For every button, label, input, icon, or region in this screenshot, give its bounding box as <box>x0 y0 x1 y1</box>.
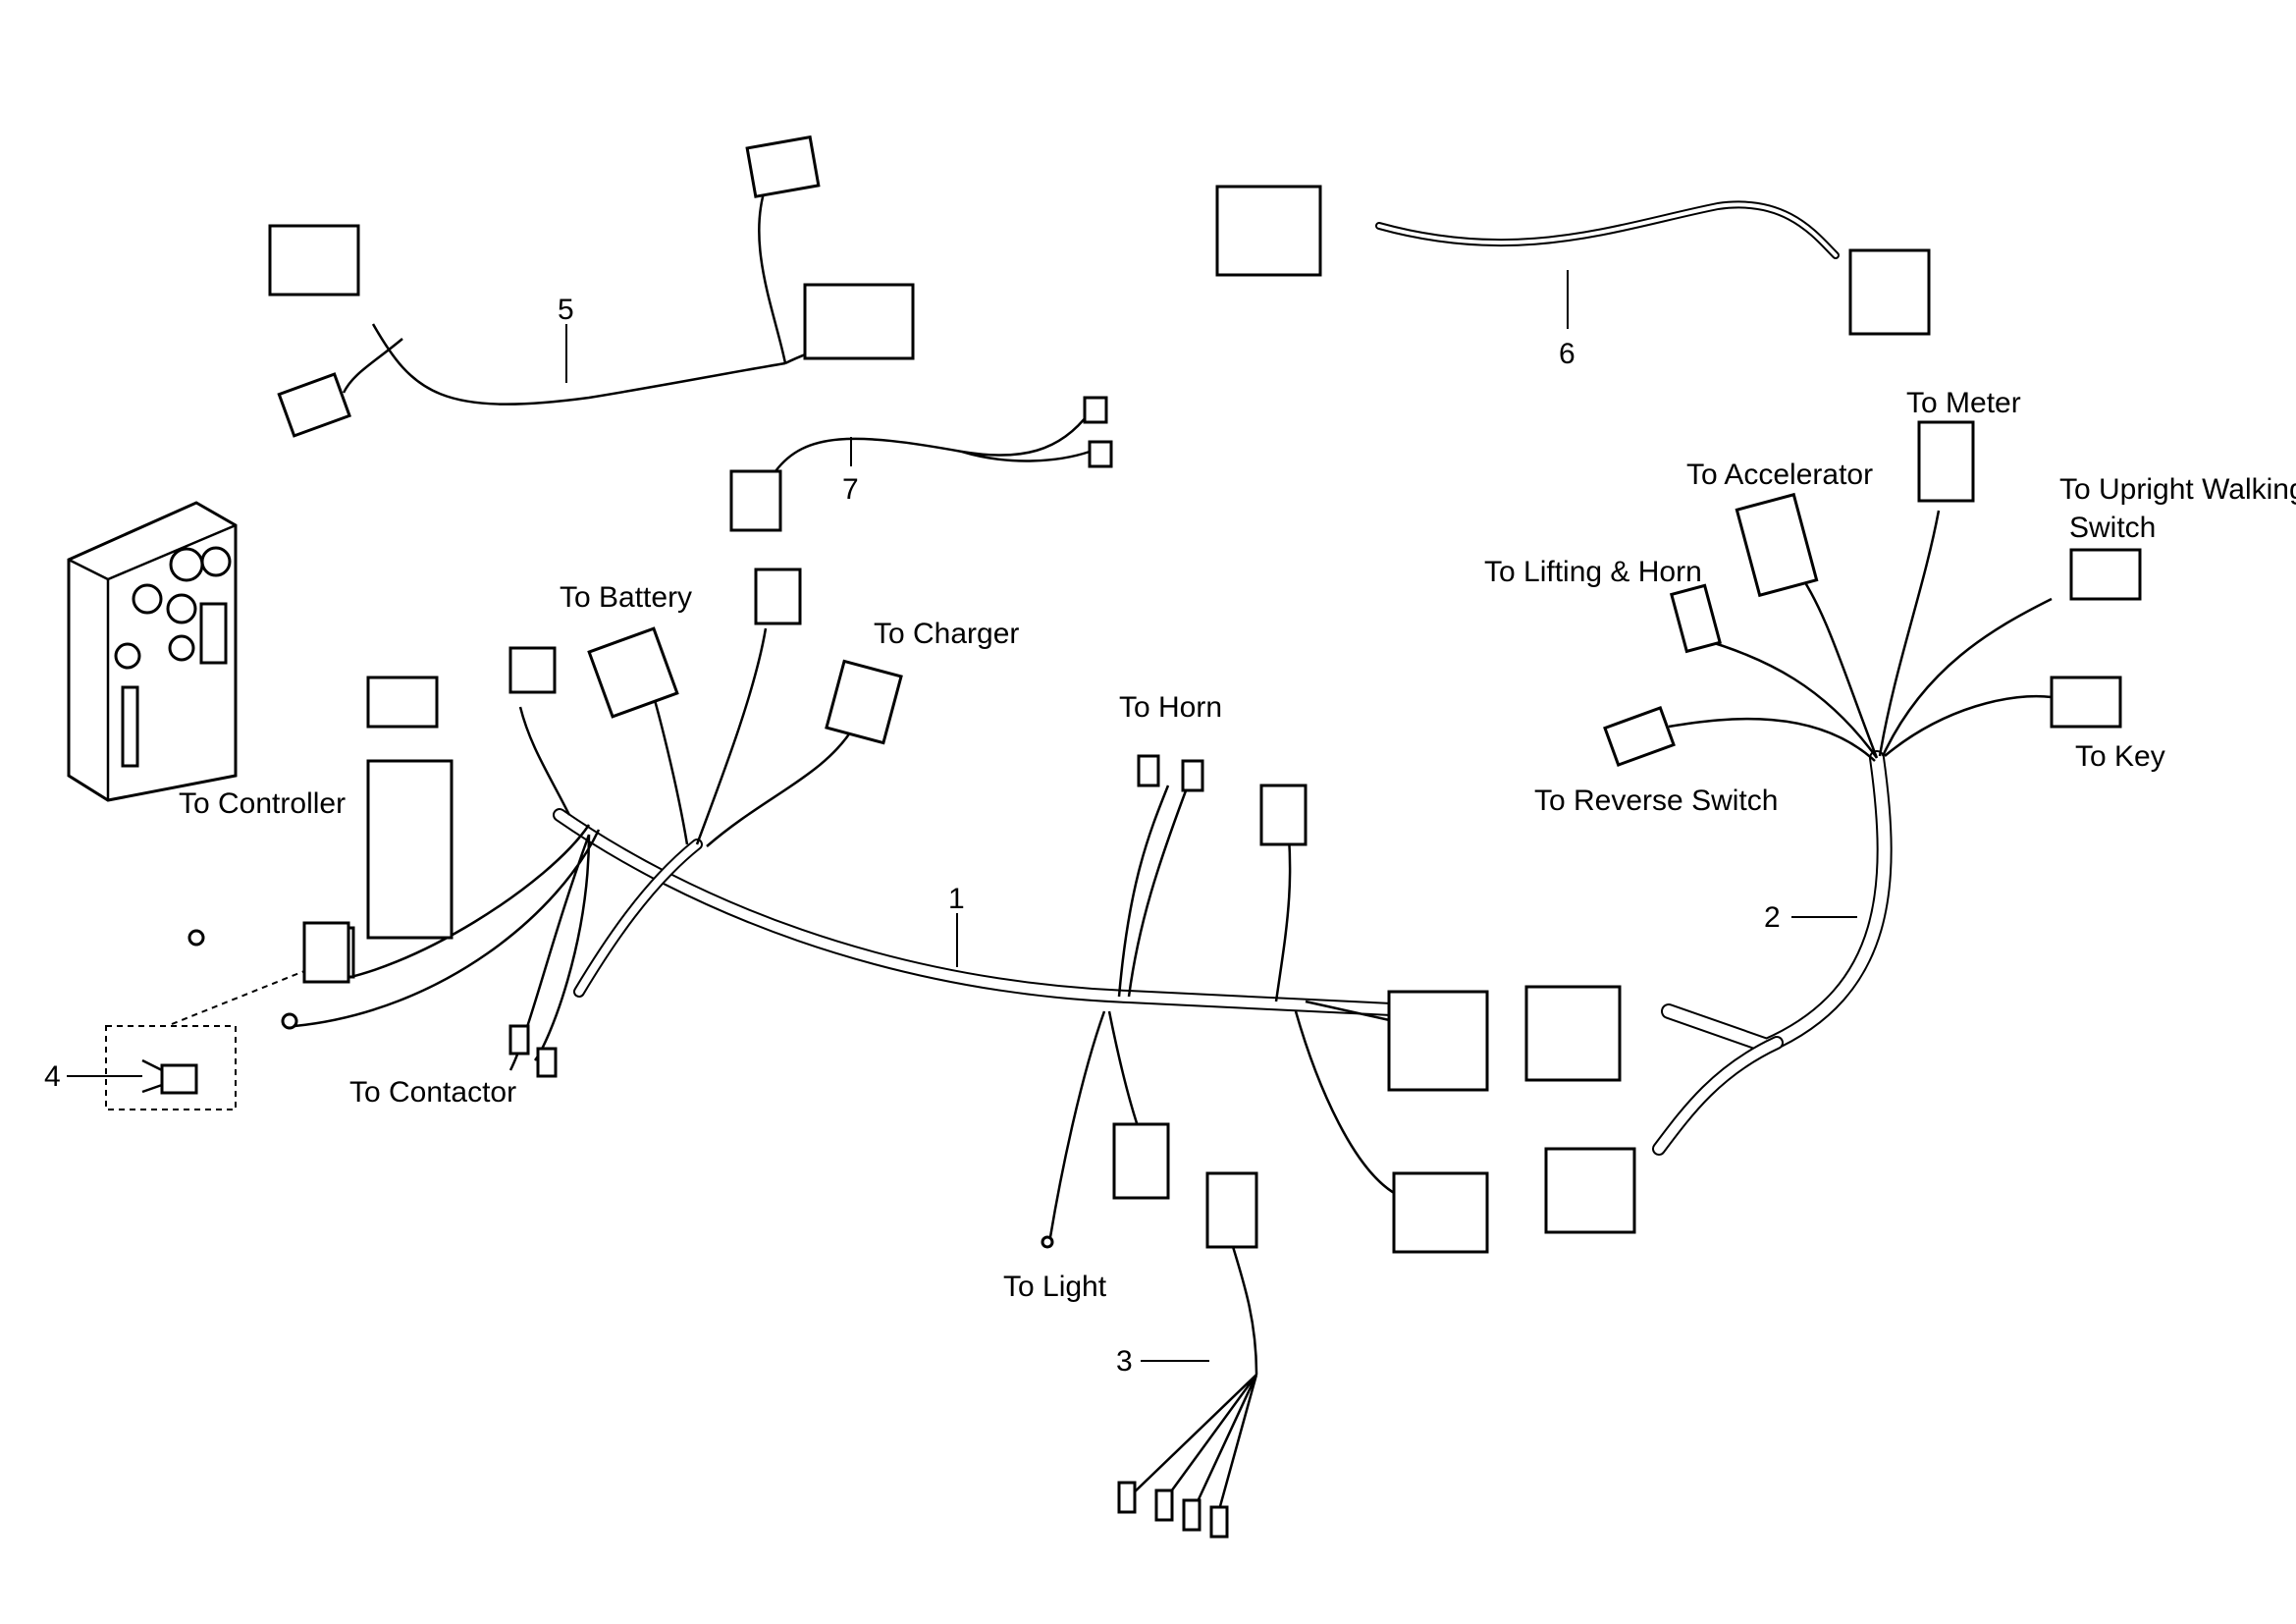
harness-2 <box>1524 420 2142 1234</box>
label-to-accelerator: To Accelerator <box>1686 459 1873 491</box>
callout-5: 5 <box>558 294 574 326</box>
label-to-charger: To Charger <box>874 618 1019 650</box>
label-to-battery: To Battery <box>560 581 692 614</box>
label-to-upright-switch: Switch <box>2069 512 2156 544</box>
harness-1 <box>294 627 1479 1238</box>
label-to-light: To Light <box>1003 1271 1107 1303</box>
callout-2: 2 <box>1764 901 1781 934</box>
callout-6: 6 <box>1559 338 1575 370</box>
label-to-reverse-switch: To Reverse Switch <box>1534 785 1778 817</box>
harness-3 <box>1117 1171 1258 1539</box>
label-to-lifting-horn: To Lifting & Horn <box>1484 556 1702 588</box>
callout-1: 1 <box>948 883 965 915</box>
label-to-meter: To Meter <box>1906 387 2021 419</box>
label-to-horn: To Horn <box>1119 691 1222 724</box>
callout-leaders <box>67 270 1857 1362</box>
connectors-harness-1 <box>187 568 1489 1254</box>
callout-4: 4 <box>44 1060 61 1093</box>
harness-7 <box>729 396 1113 532</box>
label-to-upright-walking: To Upright Walking <box>2059 473 2296 506</box>
fuse-4 <box>105 921 350 1110</box>
label-to-contactor: To Contactor <box>349 1076 516 1109</box>
callout-3: 3 <box>1116 1345 1133 1378</box>
callout-7: 7 <box>842 473 859 506</box>
harness-5 <box>268 135 915 438</box>
label-to-key: To Key <box>2075 740 2165 773</box>
label-to-controller: To Controller <box>179 787 346 820</box>
controller-unit <box>67 501 238 802</box>
harness-6 <box>1215 185 1931 336</box>
